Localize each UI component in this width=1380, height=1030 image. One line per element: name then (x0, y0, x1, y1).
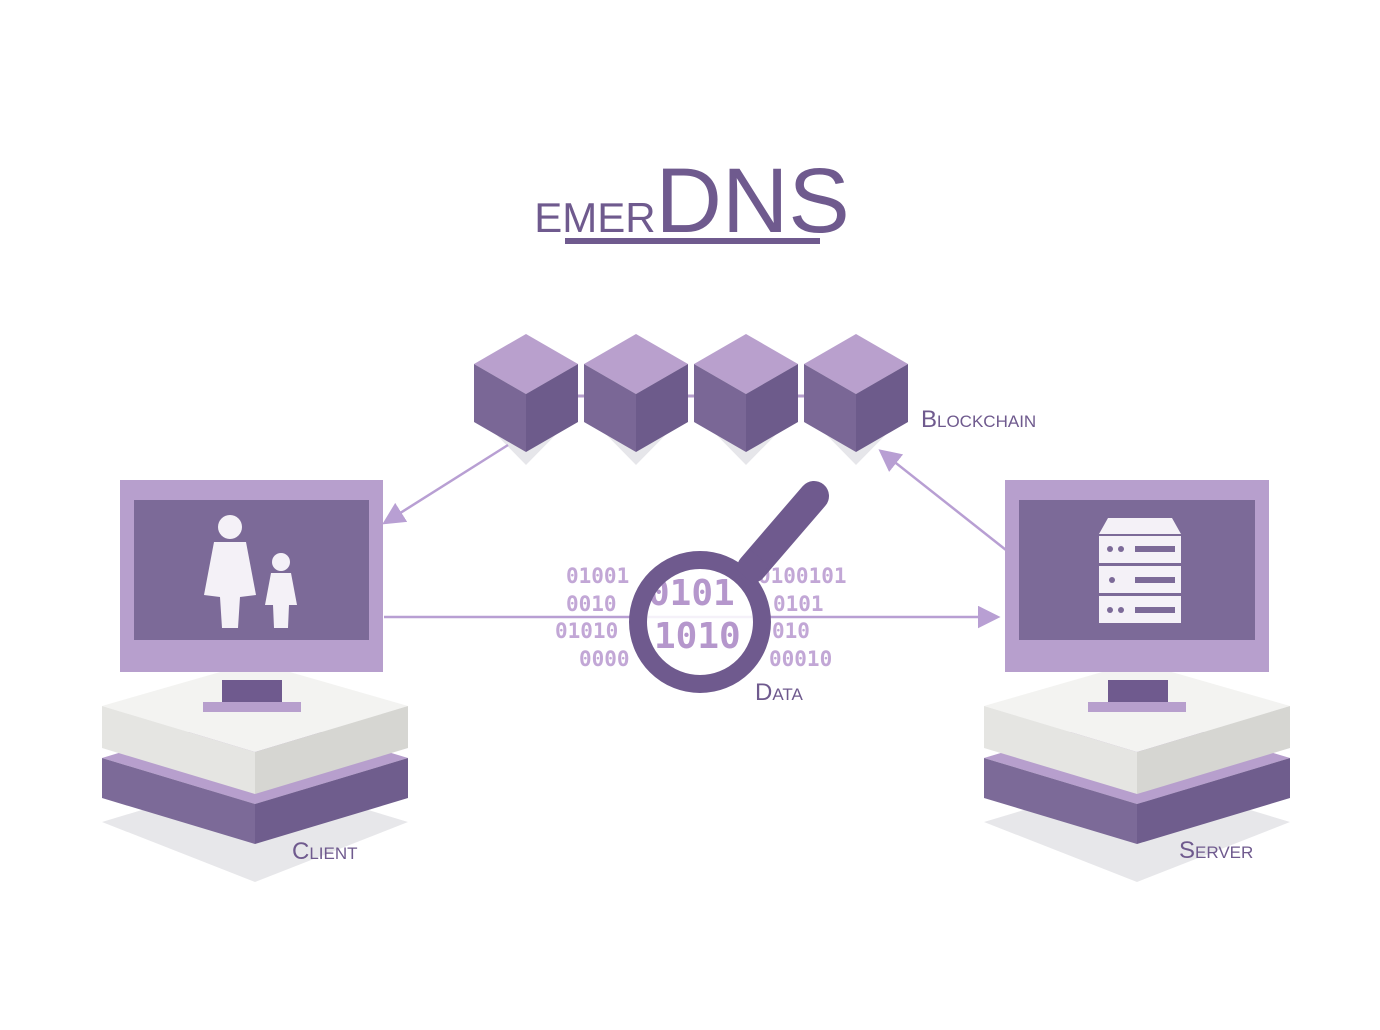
server-base-upper-left (984, 706, 1137, 794)
lens-bits-row-2: 1010 (654, 616, 741, 657)
client-base-lower-right (255, 758, 408, 844)
server-monitor-stand (1108, 680, 1168, 704)
magnifier-icon: 0101 1010 (629, 481, 829, 693)
client-label: Client (292, 838, 358, 865)
server-station: Server (984, 480, 1290, 882)
client-monitor-stand (222, 680, 282, 704)
blockchain: Blockchain (474, 334, 1036, 465)
binary-row-2-right: 0101 (773, 592, 824, 616)
server-label: Server (1179, 837, 1253, 864)
server-monitor-foot (1088, 702, 1186, 712)
block-4 (804, 334, 908, 465)
block-3 (694, 334, 798, 465)
binary-row-3-left: 01010 (555, 619, 618, 643)
blockchain-label: Blockchain (921, 406, 1036, 433)
client-base-upper-right (255, 706, 408, 794)
svg-text:emerDNS: emerDNS (534, 150, 850, 252)
client-base-lower-left (102, 758, 255, 844)
binary-row-4-right: 00010 (769, 647, 832, 671)
binary-data: 01001 0100101 0010 0101 01010 010 0000 0… (555, 564, 847, 671)
client-monitor-screen (134, 500, 369, 640)
binary-row-2-left: 0010 (566, 592, 617, 616)
title-emphasis: DNS (656, 150, 850, 252)
server-rack-icon (1099, 518, 1181, 623)
arrow-blockchain-to-client (382, 443, 509, 525)
binary-row-4-left: 0000 (579, 647, 630, 671)
binary-row-3-right: 010 (772, 619, 810, 643)
server-base-lower-right (1137, 758, 1290, 844)
users-icon (204, 515, 297, 628)
data-label: Data (755, 679, 804, 706)
block-1 (474, 334, 578, 465)
page-title: emerDNS (534, 150, 850, 252)
title-underline (565, 238, 820, 244)
client-base-upper-left (102, 706, 255, 794)
client-station: Client (102, 480, 408, 882)
arrow-server-to-blockchain (878, 449, 1007, 551)
server-base-lower-left (984, 758, 1137, 844)
block-2 (584, 334, 688, 465)
binary-row-1-left: 01001 (566, 564, 629, 588)
client-monitor-foot (203, 702, 301, 712)
server-base-upper-right (1137, 706, 1290, 794)
title-prefix: emer (534, 178, 655, 245)
binary-row-1-right: 0100101 (758, 564, 847, 588)
